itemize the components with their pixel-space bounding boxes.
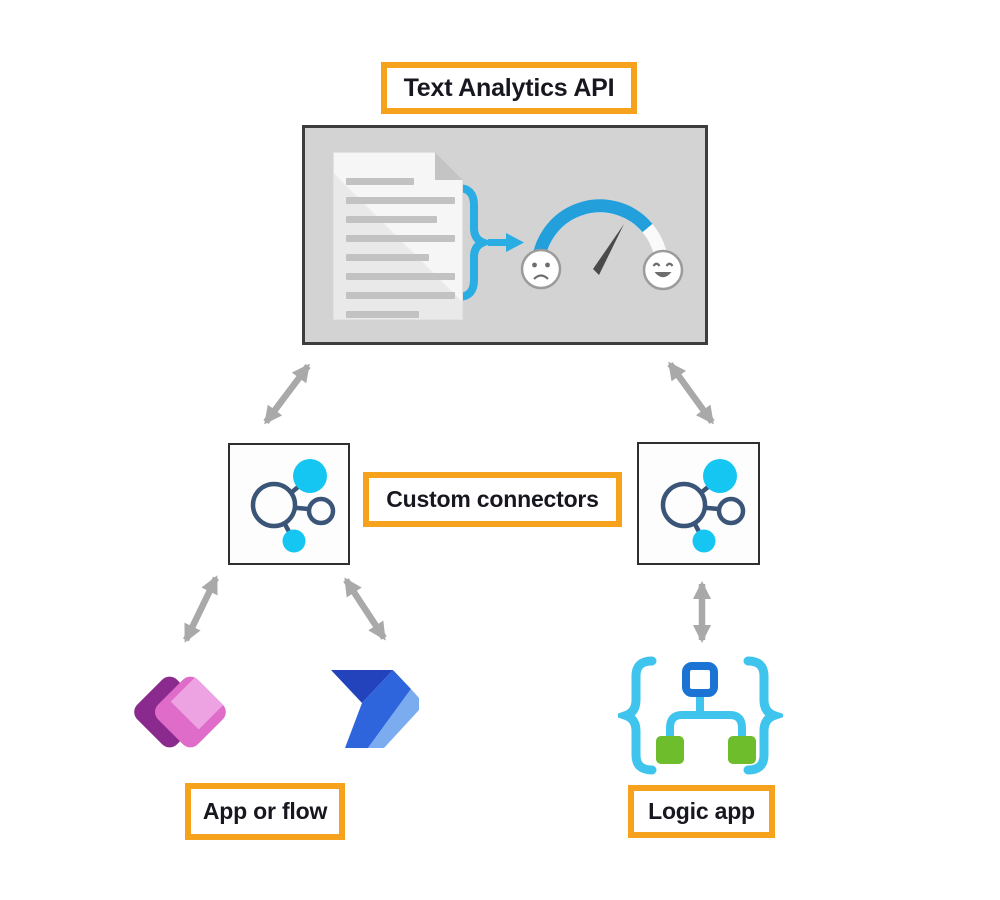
sentiment-gauge-icon [454,184,684,301]
document-text-line [346,311,419,318]
double-headed-arrow-icon [343,577,387,641]
gauge-needle [593,224,624,275]
logic-app-callout: Logic app [628,785,775,838]
sad-face-icon [520,248,562,290]
document-text-line [346,235,455,242]
left-brace-icon [618,656,657,775]
document-text-line [346,273,455,280]
text-analytics-panel [302,125,708,345]
right-arrow-icon [488,233,524,252]
logic-app-label: Logic app [648,798,755,824]
document-text-line [346,178,414,185]
custom-connectors-label: Custom connectors [386,486,599,512]
custom-connector-icon [250,459,336,553]
document-icon [333,152,463,320]
double-headed-arrow-icon [667,361,715,425]
custom-connector-icon [660,458,745,552]
power-apps-icon [134,673,227,748]
app-or-flow-callout: App or flow [185,783,345,840]
custom-connector-node-right [637,442,760,565]
document-text-line [346,197,455,204]
double-headed-arrow-icon [263,363,311,425]
custom-connectors-callout: Custom connectors [363,472,622,527]
title-callout: Text Analytics API [381,62,637,114]
curly-brace-icon [454,184,495,301]
document-text-line [346,254,429,261]
double-headed-arrow-icon [183,575,219,643]
right-brace-icon [743,656,783,775]
app-or-flow-label: App or flow [202,798,328,824]
happy-face-icon [642,249,684,291]
page-title: Text Analytics API [403,73,615,102]
document-text-line [346,216,437,223]
logic-app-icon [618,656,783,775]
power-automate-icon [331,670,419,748]
document-text-line [346,292,455,299]
custom-connector-node-left [228,443,350,565]
